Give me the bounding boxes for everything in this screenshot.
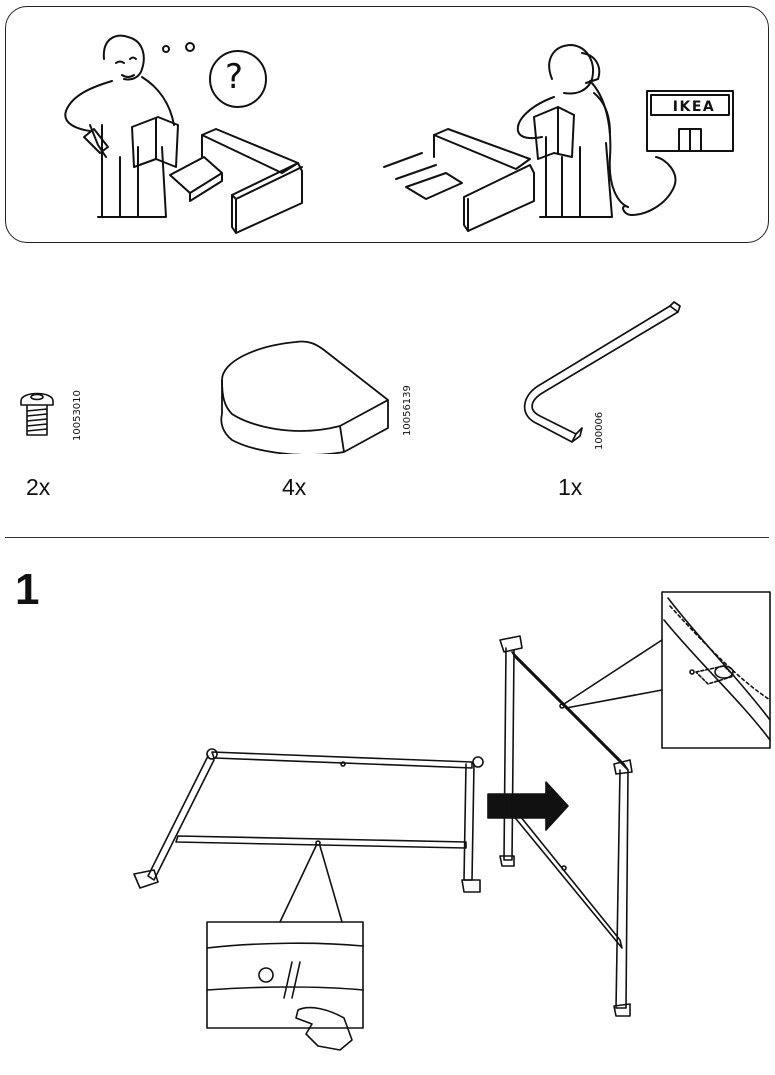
- question-bubble-icon: [209, 50, 267, 108]
- step-number: 1: [15, 565, 40, 614]
- screw-icon: [20, 392, 54, 436]
- part-code: 10053010: [72, 390, 83, 441]
- part-quantity: 4x: [282, 474, 307, 500]
- part-quantity: 2x: [26, 474, 51, 500]
- arrow-right-icon: [487, 781, 569, 831]
- frame-upright-icon: [499, 635, 633, 1017]
- part-foot-pad: 10056139: [214, 334, 424, 464]
- foot-pad-icon: [220, 340, 389, 456]
- confused-man-icon: [64, 34, 179, 218]
- help-panel: IKEA ?: [5, 6, 769, 243]
- part-screw: 10053010: [18, 385, 98, 465]
- part-quantity: 1x: [558, 474, 583, 500]
- frame-lying-icon: [133, 748, 484, 893]
- man-on-phone-icon: [516, 44, 677, 218]
- hole-detail-callout: [661, 591, 771, 749]
- step-1-illustration: [133, 591, 771, 1051]
- part-code: 100006: [594, 411, 605, 450]
- allen-key-icon: [523, 301, 681, 443]
- ikea-store-icon: [646, 90, 734, 152]
- hole-detail-callout: [206, 921, 364, 1029]
- section-divider: [5, 537, 769, 538]
- boards-icon: [383, 128, 535, 232]
- pointing-hand-icon: [295, 1006, 353, 1051]
- part-code: 10056139: [402, 385, 413, 436]
- help-illustration: [64, 34, 734, 234]
- ikea-sign-text: IKEA: [672, 99, 716, 115]
- boards-icon: [169, 128, 303, 234]
- part-allen-key: 100006: [520, 300, 690, 450]
- question-mark: ?: [225, 57, 244, 97]
